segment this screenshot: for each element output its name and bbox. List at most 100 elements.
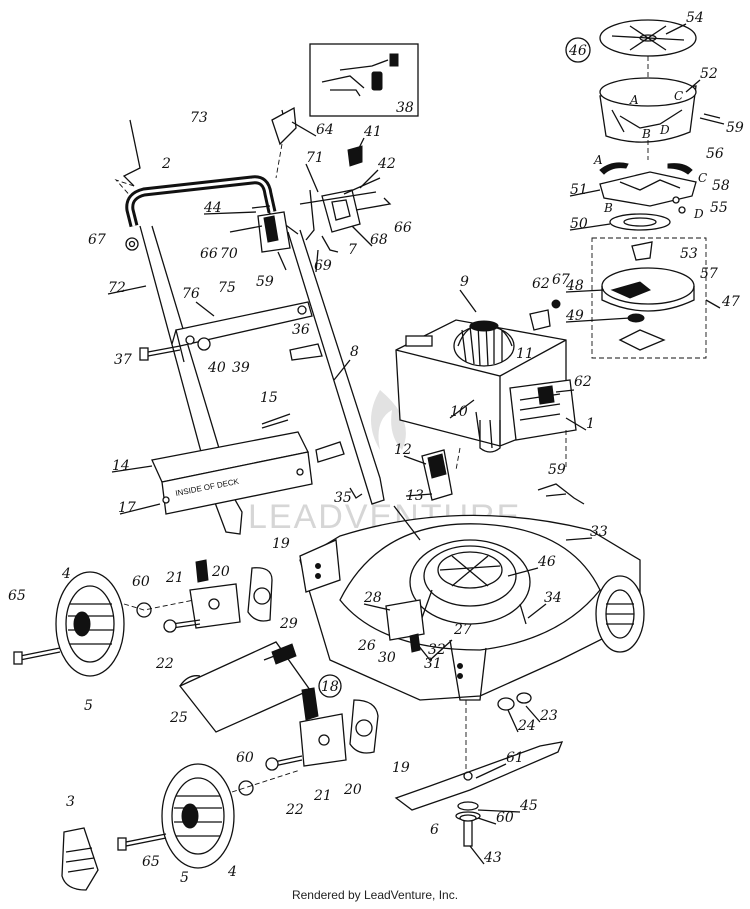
callout-76: 76: [182, 286, 200, 302]
callout-31: 31: [424, 656, 442, 672]
mower-deck: [299, 514, 641, 701]
upper-handle: [114, 64, 287, 201]
controls-inset: [309, 43, 419, 117]
callout-65-rear: 65: [142, 854, 160, 870]
footer-credit: Rendered by LeadVenture, Inc.: [291, 888, 459, 902]
callout-65-front: 65: [8, 588, 26, 604]
callout-66-right: 66: [394, 220, 412, 236]
callout-75: 75: [218, 280, 236, 296]
callout-22-front: 22: [155, 656, 174, 672]
callout-17: 17: [118, 500, 136, 516]
callout-21-rear: 21: [313, 788, 332, 804]
callout-59-handle: 59: [256, 274, 274, 290]
rear-chute: [178, 641, 311, 733]
callout-5-rear: 5: [180, 870, 189, 886]
callout-6: 6: [430, 822, 439, 838]
callout-64: 64: [316, 122, 334, 138]
callout-23: 23: [539, 708, 558, 724]
callout-8: 8: [350, 344, 359, 360]
callout-40: 40: [207, 360, 226, 376]
callout-48: 48: [565, 278, 584, 294]
callout-42: 42: [377, 156, 396, 172]
callout-18: 18: [321, 679, 339, 695]
callout-67-left: 67: [88, 232, 106, 248]
callout-19-rear: 19: [392, 760, 410, 776]
letter-a-top: A: [629, 93, 639, 107]
letter-d-mid: D: [693, 207, 704, 221]
callout-24: 24: [517, 718, 536, 734]
callout-57: 57: [700, 266, 718, 282]
rear-wheel-right: [595, 575, 645, 653]
rear-wheel-left: [117, 763, 301, 869]
callout-4-front: 4: [61, 566, 71, 582]
callout-19-front: 19: [272, 536, 290, 552]
callout-11: 11: [516, 346, 534, 362]
callout-28: 28: [363, 590, 382, 606]
callout-59-deck: 59: [548, 462, 566, 478]
callout-18-circle: [318, 674, 342, 698]
callout-49: 49: [565, 308, 584, 324]
callout-39: 39: [232, 360, 250, 376]
callout-60-blade: 60: [496, 810, 514, 826]
callout-46-circle: [565, 37, 591, 63]
letter-c-mid: C: [698, 171, 707, 185]
callout-20-front: 20: [211, 564, 230, 580]
callout-46-deck: 46: [537, 554, 556, 570]
callout-68: 68: [370, 232, 388, 248]
callout-22-rear: 22: [285, 802, 304, 818]
callout-29: 29: [279, 616, 298, 632]
callout-12: 12: [394, 442, 412, 458]
callout-labels: 54 46 52 59 56 51 58 55 50 53 57 48 47 4…: [8, 10, 744, 886]
callout-45: 45: [519, 798, 538, 814]
handle-brace: [171, 301, 313, 363]
callout-59-top: 59: [726, 120, 744, 136]
callout-35: 35: [334, 490, 352, 506]
callout-62-mid: 62: [574, 374, 592, 390]
callout-73: 73: [190, 110, 208, 126]
letter-d-top: D: [659, 123, 670, 137]
engine-bracket: [529, 299, 561, 331]
callout-9: 9: [460, 274, 469, 290]
callout-4-rear: 4: [227, 864, 237, 880]
front-wheel-left: [13, 571, 195, 677]
callout-37: 37: [114, 352, 132, 368]
callout-55: 55: [710, 200, 728, 216]
callout-47: 47: [721, 294, 740, 310]
callout-15: 15: [260, 390, 278, 406]
callout-43: 43: [483, 850, 502, 866]
callout-38: 38: [396, 100, 414, 116]
callout-25: 25: [169, 710, 188, 726]
inside-deck-plate: INSIDE OF DECK: [151, 431, 313, 515]
callout-7: 7: [348, 242, 357, 258]
callout-67-top: 67: [552, 272, 570, 288]
callout-60-rear: 60: [236, 750, 254, 766]
wheel-hubcap: [61, 827, 99, 891]
callout-3: 3: [66, 794, 75, 810]
height-adjuster-front: [163, 559, 273, 633]
callout-32: 32: [428, 642, 446, 658]
callout-51: 51: [570, 182, 588, 198]
callout-26: 26: [357, 638, 376, 654]
callout-56: 56: [706, 146, 724, 162]
callout-44: 44: [203, 200, 222, 216]
callout-30: 30: [378, 650, 396, 666]
letter-a-mid: A: [593, 153, 603, 167]
watermark-flame-icon: [371, 390, 406, 450]
blade-adapter-assembly: [591, 19, 725, 359]
handle-fasteners: [125, 237, 363, 499]
callout-69: 69: [314, 258, 332, 274]
callout-41: 41: [363, 124, 382, 140]
callout-1: 1: [586, 416, 595, 432]
callout-61: 61: [506, 750, 524, 766]
callout-62-top: 62: [532, 276, 550, 292]
height-adjuster-rear: [265, 687, 379, 771]
callout-34: 34: [544, 590, 562, 606]
leader-lines: [107, 23, 721, 865]
callout-52: 52: [700, 66, 718, 82]
deck-bracket: [393, 449, 453, 541]
letter-b-mid: B: [603, 201, 613, 215]
callout-71: 71: [306, 150, 324, 166]
callout-13: 13: [406, 488, 424, 504]
callout-60-front: 60: [132, 574, 150, 590]
